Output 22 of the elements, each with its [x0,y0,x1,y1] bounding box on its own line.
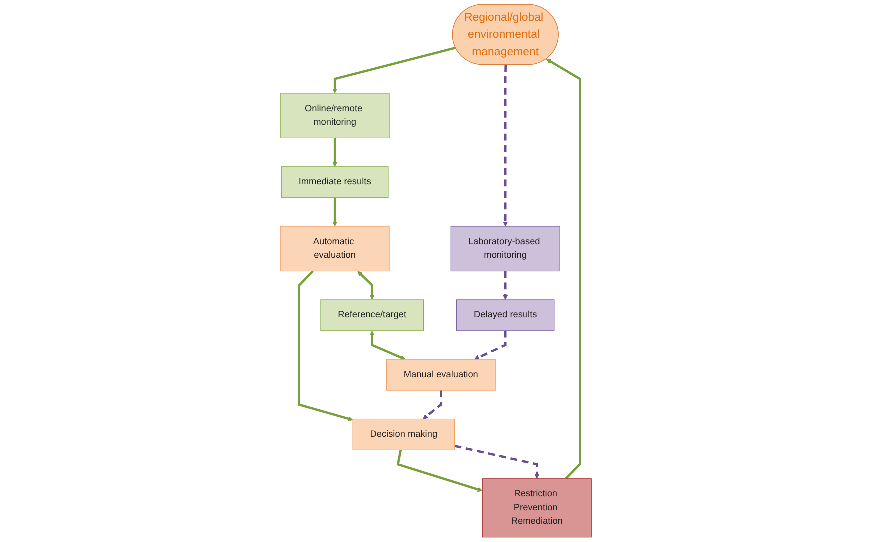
node-box: Manual evaluation [386,359,496,391]
arrow [503,271,509,300]
node-box: Decision making [353,418,456,450]
arrow [423,390,443,420]
arrow [397,450,484,492]
node-box: Delayed results [456,300,556,332]
arrow [503,65,509,227]
node-box: Reference/target [321,300,424,332]
arrow [370,330,406,360]
arrow [474,330,508,360]
arrow [332,46,457,94]
arrow [358,271,376,300]
node-box: Immediate results [282,166,390,198]
node-box: Restriction Prevention Remediation [482,478,592,538]
arrow [546,59,582,480]
node-box: Laboratory-based monitoring [451,226,561,272]
arrow [454,445,540,480]
node-box: Online/remote monitoring [280,93,390,139]
arrow [332,198,338,227]
node-box: Automatic evaluation [280,226,390,272]
arrow [298,270,354,422]
arrow [332,138,338,168]
